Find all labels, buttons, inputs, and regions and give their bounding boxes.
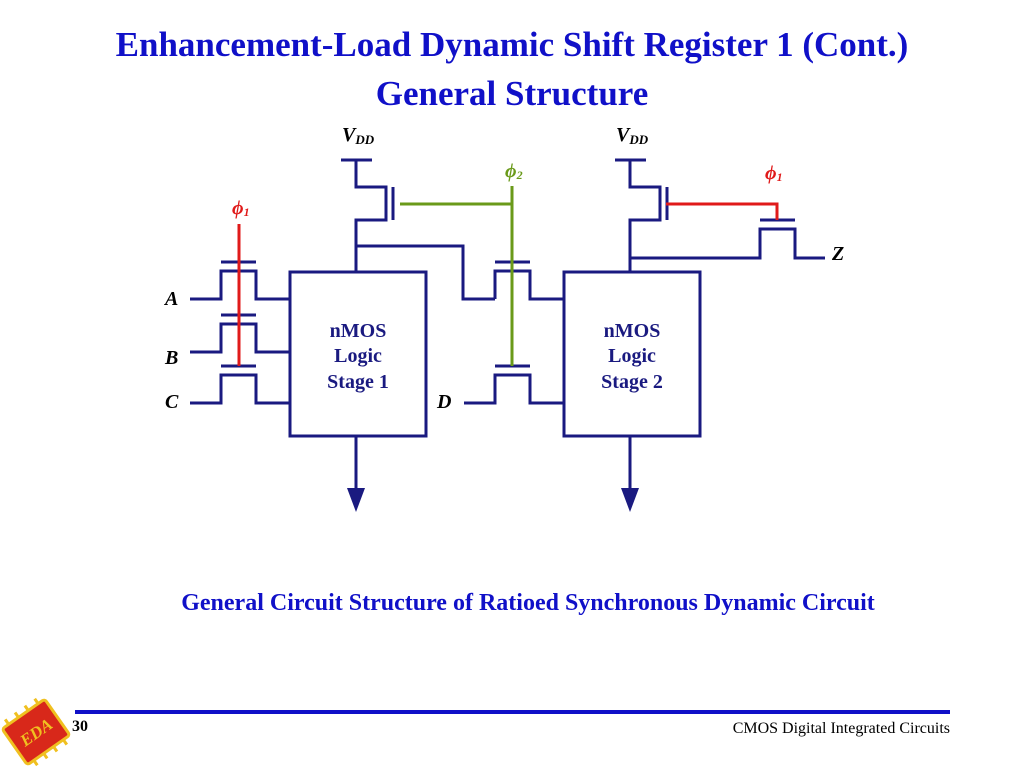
- svg-text:VDD: VDD: [342, 124, 375, 147]
- svg-text:ϕ1: ϕ1: [765, 162, 783, 184]
- stage2-box: [562, 270, 702, 438]
- phi1-line-output: [666, 202, 779, 220]
- stage2-label-1: nMOS: [604, 320, 661, 342]
- stage2-arrow: [621, 488, 639, 512]
- svg-text:ϕ1: ϕ1: [232, 197, 250, 219]
- page-number: 30: [72, 718, 88, 735]
- input-d-label: D: [436, 391, 451, 413]
- output-z-label: Z: [831, 243, 844, 265]
- input-b-label: B: [164, 347, 178, 369]
- stage2-label-3: Stage 2: [601, 371, 663, 393]
- stage1-arrow: [347, 488, 365, 512]
- slide-subtitle: General Structure: [375, 74, 649, 113]
- vdd2-label: V: [616, 124, 631, 146]
- footer-divider: [75, 710, 950, 714]
- phi1-label: ϕ: [232, 197, 244, 219]
- input-c-label: C: [165, 391, 179, 413]
- svg-text:ϕ2: ϕ2: [505, 160, 523, 182]
- stage1-label-1: nMOS: [330, 320, 387, 342]
- stage2-label-2: Logic: [608, 345, 656, 367]
- vdd1-label: V: [342, 124, 357, 146]
- stage1-label-3: Stage 1: [327, 371, 389, 393]
- slide-title: Enhancement-Load Dynamic Shift Register …: [115, 25, 909, 64]
- phi2-label: ϕ: [505, 160, 517, 182]
- node2-wire: [630, 227, 825, 260]
- pass-transistor: [493, 269, 564, 301]
- phi1-label-output: ϕ: [765, 162, 777, 184]
- vdd2-rail: [615, 158, 662, 272]
- input-a-label: A: [163, 288, 178, 310]
- node1-wire: [356, 244, 495, 301]
- stage1-label-2: Logic: [334, 345, 382, 367]
- course-title: CMOS Digital Integrated Circuits: [732, 720, 950, 737]
- stage1-box: [288, 270, 428, 438]
- vdd1-rail: [341, 158, 388, 246]
- figure-caption: General Circuit Structure of Ratioed Syn…: [181, 590, 875, 616]
- eda-logo-icon: EDA: [1, 697, 71, 767]
- transistor-c: [190, 373, 290, 405]
- transistor-d: [464, 373, 564, 405]
- svg-text:VDD: VDD: [616, 124, 649, 147]
